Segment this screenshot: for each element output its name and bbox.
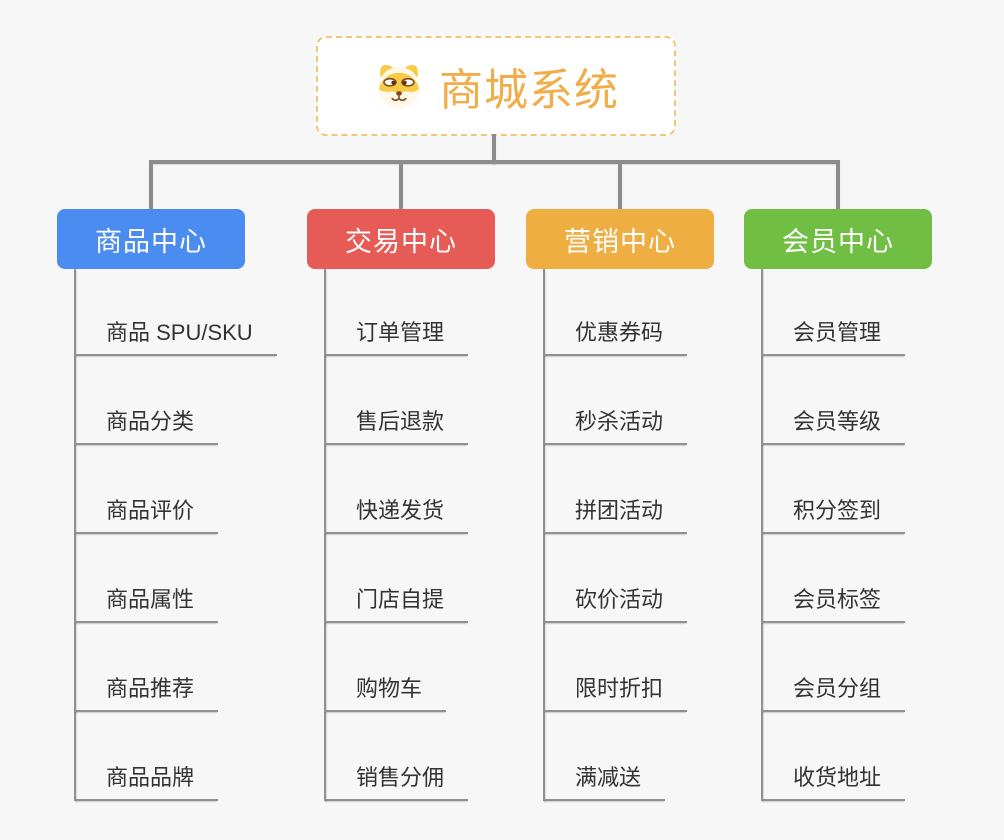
branch-label: 商品中心 (95, 226, 207, 257)
sub-topic-item[interactable]: 积分签到 (761, 496, 906, 534)
sub-topic-item[interactable]: 商品属性 (74, 585, 219, 623)
sub-topic-item[interactable]: 商品品牌 (74, 763, 219, 801)
sub-topic-item[interactable]: 快递发货 (324, 496, 469, 534)
branch-node-3[interactable]: 营销中心 (526, 209, 714, 269)
sub-topic-item[interactable]: 门店自提 (324, 585, 469, 623)
branch-node-4[interactable]: 会员中心 (744, 209, 932, 269)
sub-topic-item[interactable]: 砍价活动 (543, 585, 688, 623)
column-line (543, 269, 545, 801)
dog-face-icon (373, 60, 425, 113)
sub-topic-item[interactable]: 限时折扣 (543, 674, 688, 712)
root-topic[interactable]: 商城系统 (316, 36, 676, 136)
branch-node-1[interactable]: 商品中心 (57, 209, 245, 269)
sub-topic-item[interactable]: 满减送 (543, 763, 666, 801)
root-topic-title: 商城系统 (439, 66, 619, 115)
sub-topic-item[interactable]: 商品推荐 (74, 674, 219, 712)
root-stem-connector (492, 134, 496, 164)
column-line (761, 269, 763, 801)
sub-topic-item[interactable]: 收货地址 (761, 763, 906, 801)
sub-topic-item[interactable]: 商品评价 (74, 496, 219, 534)
sub-topic-item[interactable]: 订单管理 (324, 318, 469, 356)
column-line (74, 269, 76, 801)
branch-node-2[interactable]: 交易中心 (307, 209, 495, 269)
branch-drop-connector (399, 164, 403, 209)
sub-topic-item[interactable]: 会员管理 (761, 318, 906, 356)
sub-topic-item[interactable]: 会员等级 (761, 407, 906, 445)
sub-topic-item[interactable]: 商品分类 (74, 407, 219, 445)
sub-topic-item[interactable]: 售后退款 (324, 407, 469, 445)
sub-topic-item[interactable]: 会员标签 (761, 585, 906, 623)
branch-drop-connector (149, 164, 153, 209)
branch-drop-connector (836, 164, 840, 209)
branch-label: 营销中心 (564, 226, 676, 257)
sub-topic-item[interactable]: 购物车 (324, 674, 447, 712)
branch-drop-connector (618, 164, 622, 209)
column-line (324, 269, 326, 801)
sub-topic-item[interactable]: 销售分佣 (324, 763, 469, 801)
branch-label: 会员中心 (782, 226, 894, 257)
sub-topic-item[interactable]: 商品 SPU/SKU (74, 318, 277, 356)
sub-topic-item[interactable]: 拼团活动 (543, 496, 688, 534)
sub-topic-item[interactable]: 优惠券码 (543, 318, 688, 356)
branch-rail-connector (149, 160, 840, 164)
branch-label: 交易中心 (345, 226, 457, 257)
sub-topic-item[interactable]: 秒杀活动 (543, 407, 688, 445)
sub-topic-item[interactable]: 会员分组 (761, 674, 906, 712)
